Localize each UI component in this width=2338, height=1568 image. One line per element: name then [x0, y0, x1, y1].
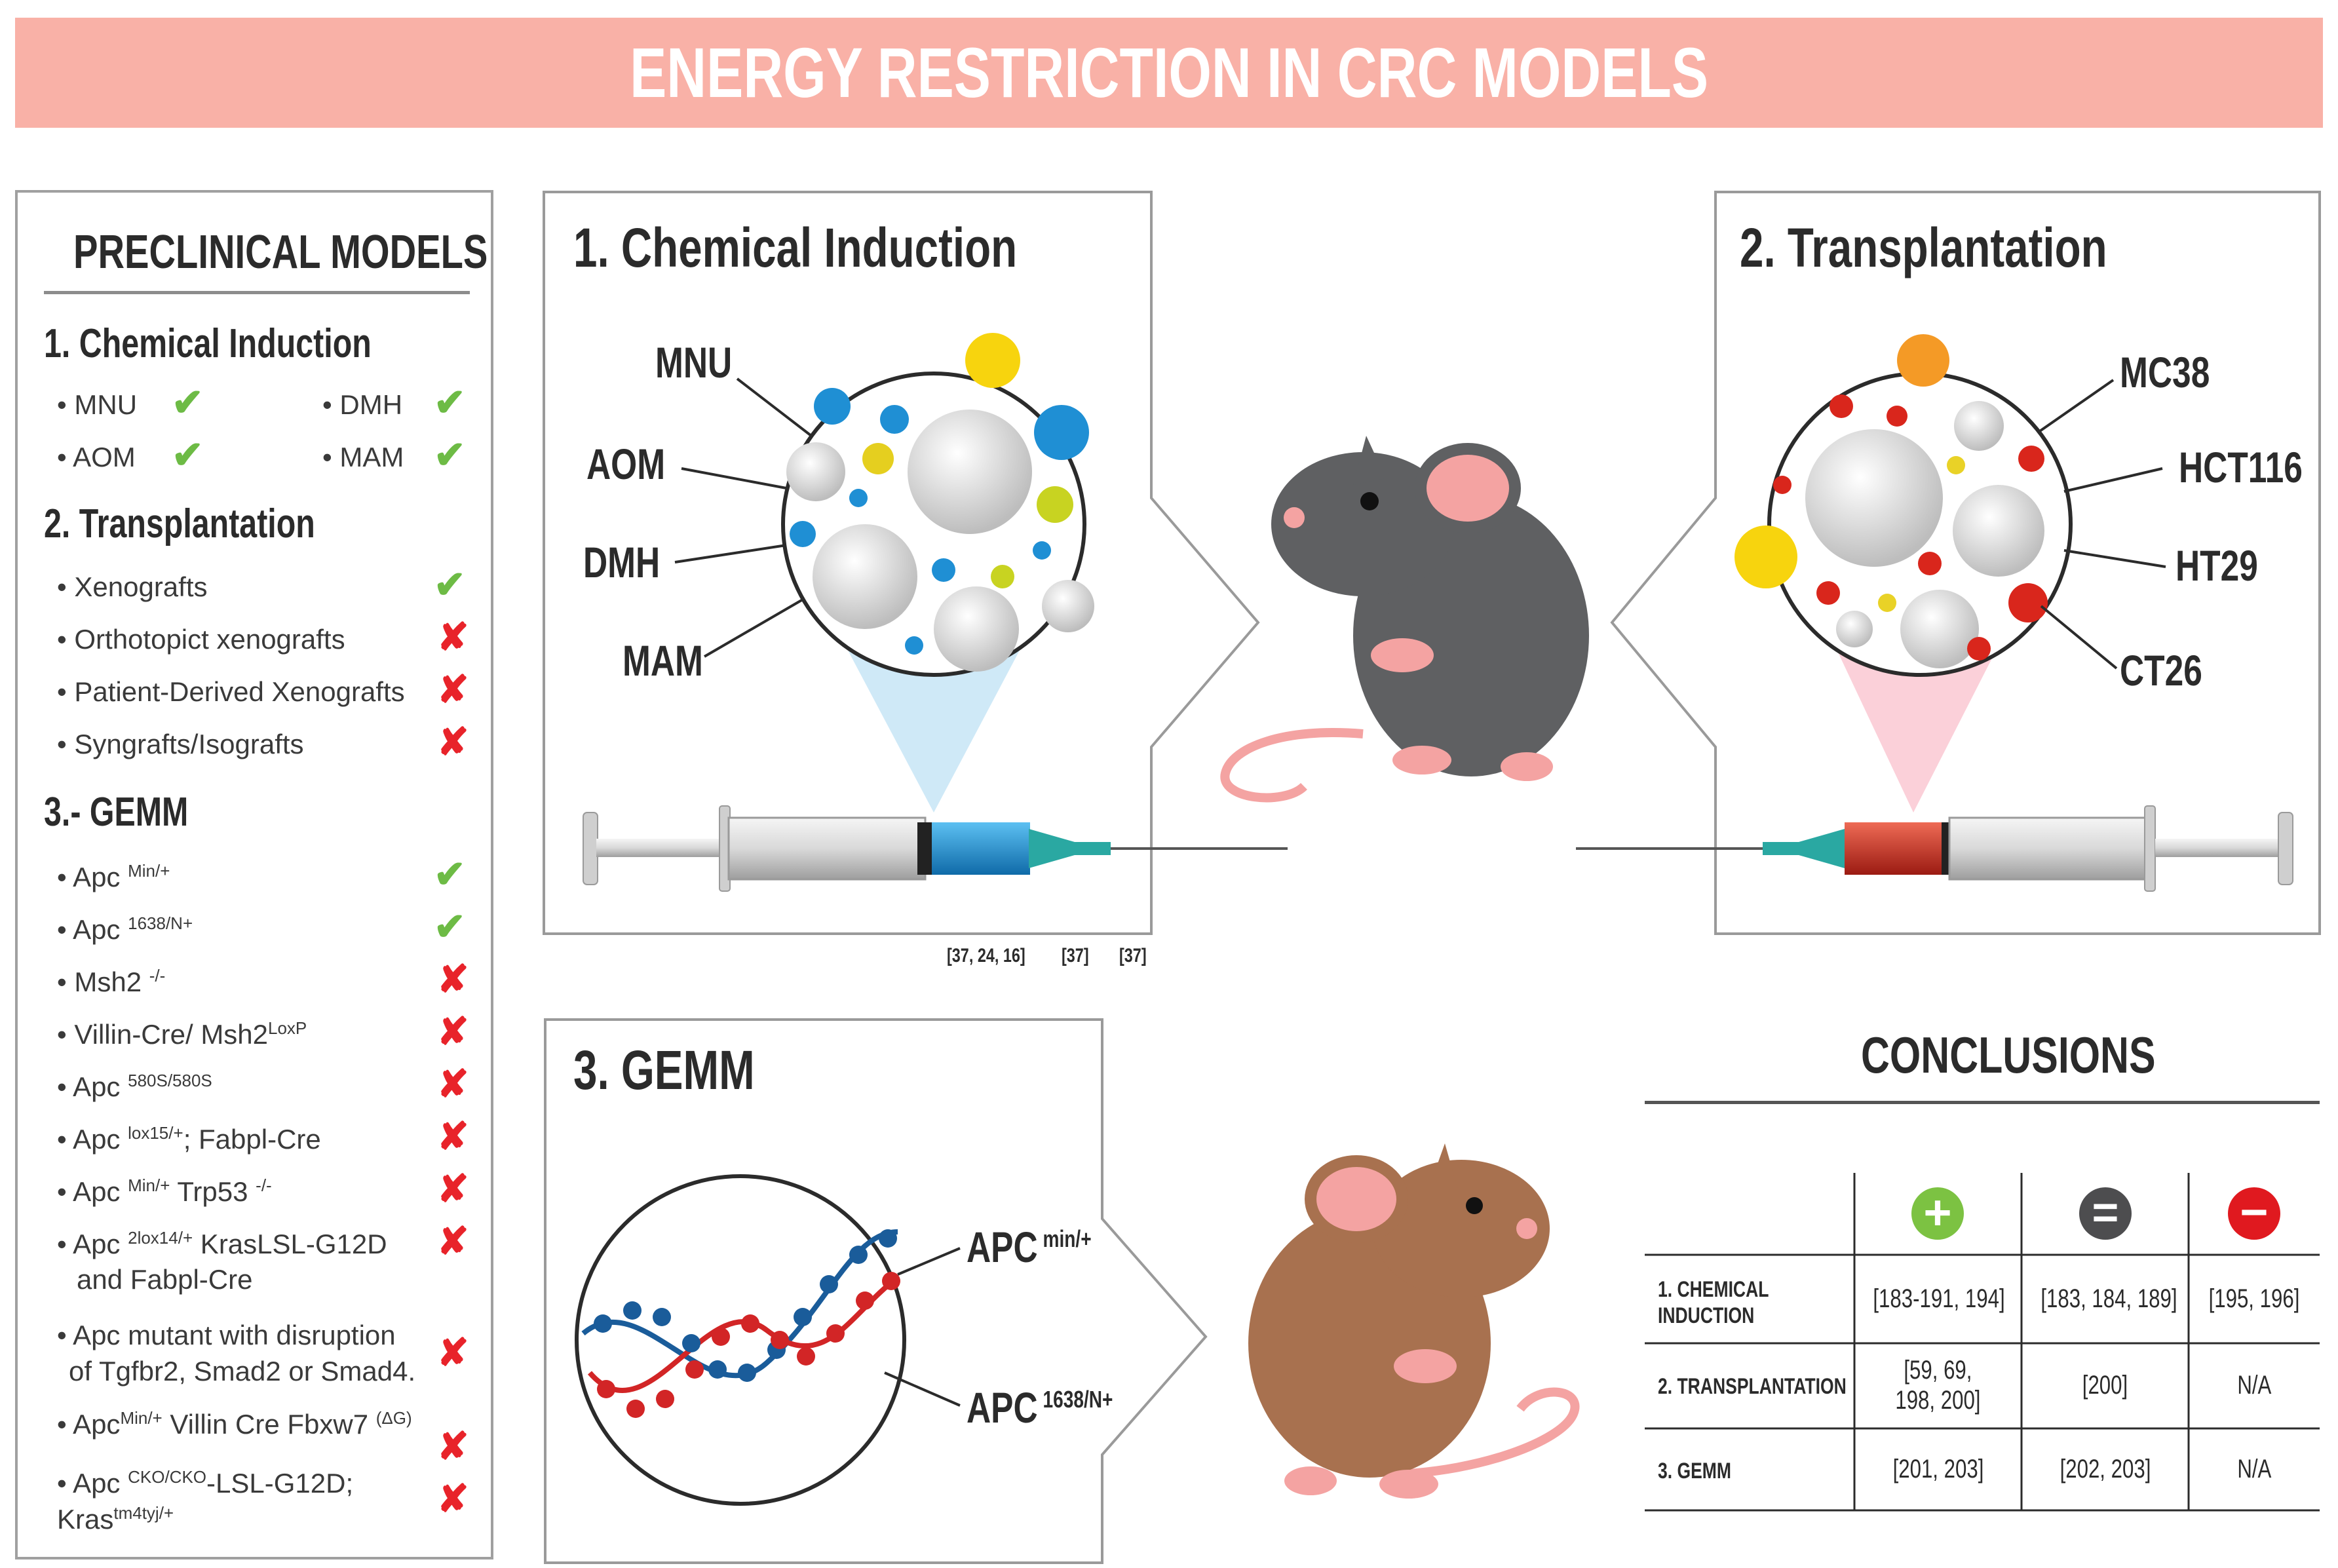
equal-circle-icon: =	[2079, 1187, 2132, 1240]
check-icon: ✔	[434, 434, 466, 476]
label-ht29: HT29	[2175, 541, 2258, 590]
check-icon: ✔	[434, 906, 466, 948]
cross-icon: ✘	[437, 616, 469, 659]
banner-title: ENERGY RESTRICTION IN CRC MODELS	[15, 18, 2323, 128]
label-hct116: HCT116	[2179, 443, 2303, 491]
cancer-cells-illustration	[786, 333, 1094, 672]
row-label-transplantation: 2. TRANSPLANTATION	[1658, 1374, 1847, 1399]
check-icon: ✔	[434, 853, 466, 896]
banner-title-text: ENERGY RESTRICTION IN CRC MODELS	[630, 33, 1708, 112]
list-item: • MAM	[322, 442, 404, 472]
list-item: • Xenografts	[57, 571, 208, 602]
gray-mouse-illustration	[1220, 436, 1589, 803]
magnifier-cone-pink	[1835, 645, 1999, 813]
cross-icon: ✘	[437, 1010, 469, 1053]
list-item: • Apc 2lox14/+ KrasLSL-G12D	[57, 1228, 387, 1259]
preclinical-models-panel: PRECLINICAL MODELS 1. Chemical Induction…	[15, 190, 493, 1559]
list-item: • Apc CKO/CKO-LSL-G12D;	[57, 1467, 354, 1499]
preclinical-models-title: PRECLINICAL MODELS	[73, 226, 488, 278]
gemm-leader-lines	[884, 1247, 961, 1407]
list-item: • ApcMin/+ Villin Cre Fbxw7 (ΔG)	[57, 1408, 412, 1440]
list-item: • Orthotopict xenografts	[57, 624, 345, 655]
row-label-chemical: 1. CHEMICAL INDUCTION	[1658, 1277, 1769, 1328]
table-cell: [202, 203]	[2060, 1455, 2151, 1483]
plus-circle-icon: +	[1911, 1187, 1964, 1240]
cross-icon: ✘	[437, 1168, 469, 1210]
list-item: • Apc mutant with disruption	[57, 1320, 396, 1350]
list-item: • Apc Min/+ Trp53 -/-	[57, 1176, 272, 1207]
check-icon: ✔	[172, 381, 204, 424]
label-apc-1638: APC 1638/N+	[967, 1383, 1113, 1432]
cross-icon: ✘	[437, 721, 469, 763]
section-heading-chemical: 1. Chemical Induction	[44, 321, 372, 366]
list-item-continuation: of Tgfbr2, Smad2 or Smad4.	[69, 1356, 416, 1386]
list-item: • Villin-Cre/ Msh2LoxP	[57, 1018, 307, 1050]
title-divider	[44, 291, 470, 294]
list-item: • Patient-Derived Xenografts	[57, 676, 405, 707]
check-icon: ✔	[172, 434, 204, 476]
label-apc-min: APC min/+	[967, 1223, 1092, 1271]
list-item-continuation: and Fabpl-Cre	[77, 1264, 253, 1295]
dna-circle	[575, 1174, 906, 1506]
cross-icon: ✘	[437, 1220, 469, 1263]
list-item: • Apc Min/+	[57, 861, 170, 892]
conclusions-table-grid	[1645, 1173, 2320, 1512]
chemical-panel-title: 1. Chemical Induction	[573, 217, 1018, 278]
table-cell: [195, 196]	[2208, 1284, 2300, 1313]
label-mnu: MNU	[655, 338, 733, 387]
cross-icon: ✘	[437, 1425, 469, 1468]
list-item: • Apc 1638/N+	[57, 913, 193, 945]
minus-circle-icon: −	[2228, 1187, 2280, 1240]
check-icon: ✔	[434, 381, 466, 424]
cross-icon: ✘	[437, 1063, 469, 1105]
table-cell: [59, 69, 198, 200]	[1895, 1356, 1981, 1415]
table-cell: [183, 184, 189]	[2041, 1284, 2177, 1313]
label-mc38: MC38	[2120, 348, 2210, 396]
table-cell: [200]	[2082, 1371, 2128, 1400]
check-icon: ✔	[434, 564, 466, 606]
gemm-panel-title: 3. GEMM	[573, 1039, 755, 1101]
label-ct26: CT26	[2120, 646, 2202, 695]
table-cell: [183-191, 194]	[1873, 1284, 2005, 1313]
table-cell: [201, 203]	[1892, 1455, 1983, 1483]
list-item: • Msh2 -/-	[57, 966, 166, 997]
syringe-left	[583, 805, 1288, 892]
section-heading-transplantation: 2. Transplantation	[44, 501, 315, 546]
conclusions-divider	[1645, 1101, 2320, 1104]
table-cell: N/A	[2236, 1371, 2272, 1400]
brown-mouse-illustration	[1248, 1143, 1580, 1499]
list-item: • Apc lox15/+; Fabpl-Cre	[57, 1123, 321, 1155]
cross-icon: ✘	[437, 958, 469, 1001]
table-cell: N/A	[2236, 1455, 2272, 1483]
conclusions-title: CONCLUSIONS	[1861, 1026, 2156, 1084]
list-item: • MNU	[57, 389, 138, 420]
list-item: • AOM	[57, 442, 136, 472]
title-banner: ENERGY RESTRICTION IN CRC MODELS	[15, 18, 2323, 128]
list-item: • DMH	[322, 389, 403, 420]
syringe-right	[1576, 805, 2293, 892]
citation-2: [37]	[1062, 945, 1089, 966]
list-item: • Syngrafts/Isografts	[57, 729, 304, 759]
label-aom: AOM	[586, 440, 666, 488]
section-heading-gemm: 3.- GEMM	[44, 790, 189, 835]
citation-3: [37]	[1119, 945, 1147, 966]
row-label-gemm: 3. GEMM	[1658, 1459, 1731, 1483]
cross-icon: ✘	[437, 1331, 469, 1374]
label-dmh: DMH	[583, 538, 661, 586]
label-mam: MAM	[623, 636, 703, 685]
magnifier-cone-blue	[845, 645, 1022, 813]
cross-icon: ✘	[437, 1115, 469, 1158]
list-item-continuation: Krastm4tyj/+	[57, 1503, 174, 1535]
cross-icon: ✘	[437, 1478, 469, 1520]
cross-icon: ✘	[437, 668, 469, 711]
dna-helix-illustration	[581, 1229, 900, 1418]
citation-1: [37, 24, 16]	[947, 945, 1025, 966]
transplant-panel-title: 2. Transplantation	[1740, 217, 2107, 278]
transplant-leader-lines	[2037, 379, 2166, 670]
list-item: • Apc 580S/580S	[57, 1071, 212, 1102]
tumor-cells-illustration	[1734, 334, 2048, 668]
chemical-leader-lines	[674, 377, 813, 658]
